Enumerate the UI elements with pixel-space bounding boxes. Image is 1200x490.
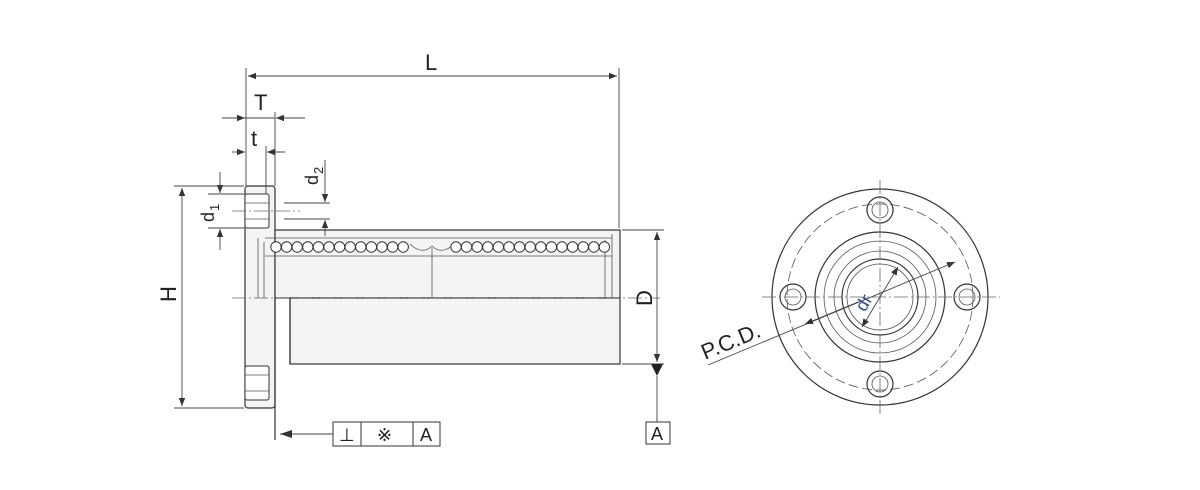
ball [524, 241, 536, 253]
sleeve-lower [289, 297, 621, 365]
dim-d1-subscript: 1 [207, 204, 222, 211]
ball [280, 241, 293, 253]
ball [513, 241, 526, 253]
dim-H-label: H [156, 286, 181, 302]
dimensions: L T t d 2 d 1 H [156, 50, 671, 445]
ball-row-right [450, 241, 611, 253]
ball [503, 241, 515, 253]
perpendicularity-frame: ⊥ ※ A [280, 421, 441, 447]
ball [312, 241, 325, 253]
ball [302, 241, 314, 253]
ball [355, 241, 367, 253]
ball [397, 241, 409, 253]
datum-label: A [651, 424, 663, 444]
ball [471, 241, 483, 253]
ball [535, 241, 547, 253]
dim-D-label: D [632, 290, 657, 306]
ball [492, 241, 505, 253]
dim-d2-subscript: 2 [311, 167, 326, 174]
ball [556, 241, 568, 253]
ball [386, 241, 399, 253]
dim-dr-label: dr [851, 291, 876, 315]
dim-T-label: T [254, 90, 267, 115]
ball [588, 241, 600, 253]
bolt-hole-lower [244, 365, 270, 401]
ball [365, 241, 378, 253]
front-view: dr P.C.D. [697, 180, 1000, 414]
ball [323, 241, 335, 253]
ball [376, 241, 388, 253]
ball [450, 241, 462, 253]
ball [545, 241, 558, 253]
ball [482, 241, 494, 253]
datum-box [645, 421, 671, 445]
ball [270, 241, 282, 253]
ball-row-left [270, 241, 409, 253]
tolerance-value: ※ [377, 425, 392, 445]
datum-triangle [651, 364, 663, 376]
side-view [232, 185, 660, 440]
dim-pcd-label: P.C.D. [697, 318, 764, 365]
ball [598, 241, 611, 253]
dim-d2-label: d [302, 175, 322, 185]
tolerance-datum: A [420, 425, 432, 445]
mounting-hole-right [953, 283, 981, 311]
ball [333, 241, 346, 253]
ball [577, 241, 589, 253]
dim-t-label: t [251, 126, 257, 151]
ball [291, 241, 303, 253]
ball [566, 241, 579, 253]
sleeve-upper [274, 229, 621, 299]
ball [344, 241, 356, 253]
dim-d1-label: d [198, 212, 218, 222]
tolerance-symbol: ⊥ [339, 425, 355, 445]
dim-L-label: L [425, 50, 437, 75]
ball [460, 241, 473, 253]
